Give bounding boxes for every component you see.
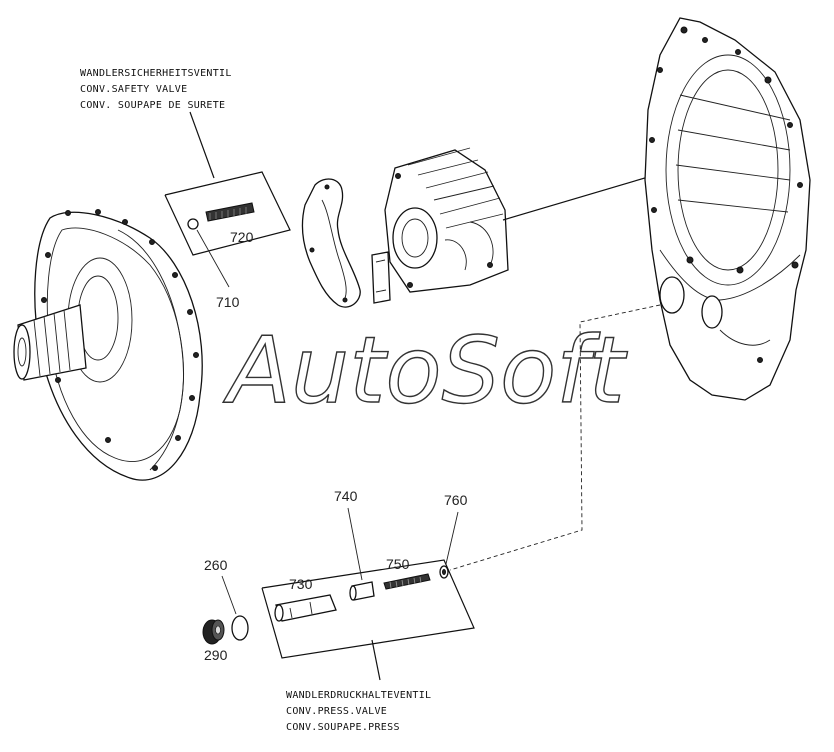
watermark: AutoSoft	[223, 317, 628, 424]
safety-valve-label-en: CONV.SAFETY VALVE	[80, 84, 187, 95]
press-valve-label-de: WANDLERDRUCKHALTEVENTIL	[286, 690, 431, 701]
press-valve-label: WANDLERDRUCKHALTEVENTIL CONV.PRESS.VALVE…	[286, 690, 431, 733]
housing-to-press-valve-leader	[449, 304, 661, 571]
part-number-740: 740	[334, 488, 358, 504]
valve-ball-710	[187, 218, 199, 230]
valve-body	[384, 147, 509, 293]
washer-760	[439, 565, 449, 579]
valve-sleeve-740	[349, 581, 375, 601]
leader-740	[347, 507, 363, 581]
part-number-760: 760	[444, 492, 468, 508]
part-number-720: 720	[230, 229, 254, 245]
valve-body-leader	[502, 174, 656, 221]
valve-piston-730	[274, 594, 337, 622]
o-ring-260	[231, 615, 249, 641]
part-number-260: 260	[204, 557, 228, 573]
press-valve-label-fr: CONV.SOUPAPE.PRESS	[286, 722, 400, 733]
part-number-290: 290	[204, 647, 228, 663]
leader-710	[196, 229, 230, 288]
safety-valve-label-fr: CONV. SOUPAPE DE SURETE	[80, 100, 225, 111]
transmission-housing	[644, 17, 811, 401]
plug-290	[202, 619, 225, 645]
leader-760	[445, 511, 459, 565]
safety-valve-label: WANDLERSICHERHEITSVENTIL CONV.SAFETY VAL…	[80, 68, 232, 111]
valve-spring-750	[383, 573, 431, 590]
part-number-710: 710	[216, 294, 240, 310]
safety-valve-leader	[189, 111, 215, 179]
safety-valve-label-de: WANDLERSICHERHEITSVENTIL	[80, 68, 232, 79]
gasket	[301, 178, 391, 308]
safety-valve-bracket	[164, 171, 291, 256]
pump-housing	[13, 209, 203, 481]
press-valve-leader	[371, 639, 381, 681]
leader-260	[221, 575, 237, 615]
press-valve-bracket	[261, 559, 475, 659]
part-number-730: 730	[289, 576, 313, 592]
press-valve-label-en: CONV.PRESS.VALVE	[286, 706, 387, 717]
valve-spring-720	[205, 202, 255, 222]
part-number-750: 750	[386, 556, 410, 572]
